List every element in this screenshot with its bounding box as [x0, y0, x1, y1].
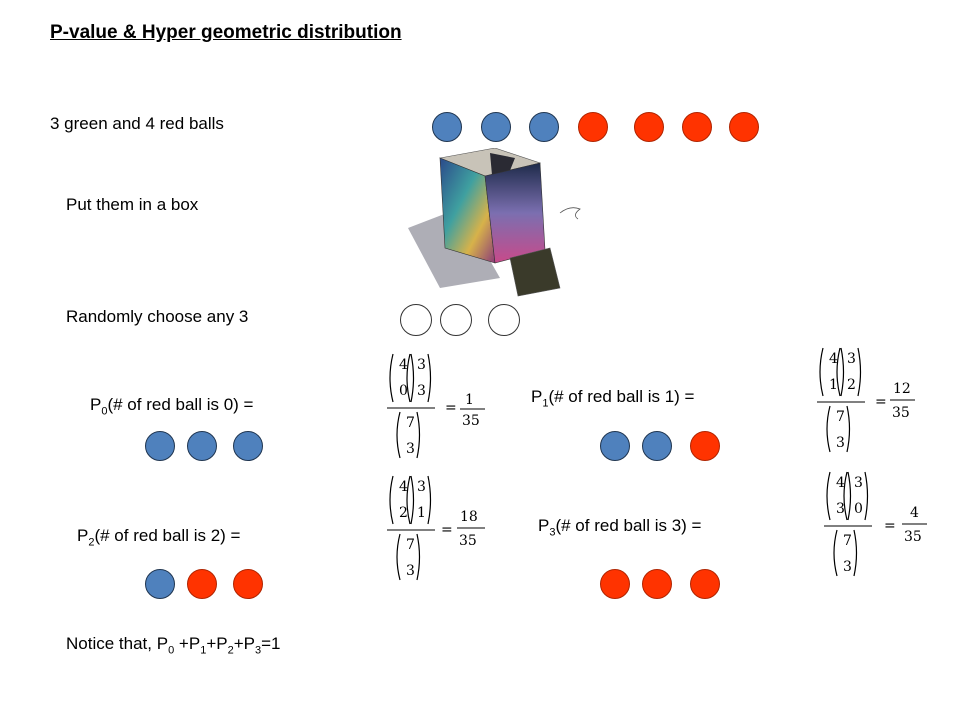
svg-text:3: 3 — [406, 563, 415, 579]
red-ball — [682, 112, 712, 142]
svg-text:=: = — [441, 522, 453, 538]
box-illustration — [408, 148, 581, 297]
svg-text:35: 35 — [459, 533, 477, 549]
svg-text:=: = — [445, 400, 457, 416]
svg-text:1: 1 — [465, 392, 474, 408]
intro-text: 3 green and 4 red balls — [50, 114, 224, 133]
red-ball — [578, 112, 608, 142]
green-ball — [145, 431, 175, 461]
red-ball — [187, 569, 217, 599]
svg-text:1: 1 — [829, 377, 838, 393]
svg-text:3: 3 — [836, 435, 845, 451]
svg-text:=: = — [875, 394, 887, 410]
red-ball — [690, 431, 720, 461]
svg-text:2: 2 — [399, 505, 408, 521]
green-ball — [432, 112, 462, 142]
green-ball — [145, 569, 175, 599]
svg-text:0: 0 — [399, 383, 408, 399]
svg-text:7: 7 — [406, 415, 415, 431]
red-ball — [729, 112, 759, 142]
svg-text:35: 35 — [904, 529, 922, 545]
step-box-text: Put them in a box — [66, 195, 199, 214]
p1-formula: 4 3 1 2 7 3 = 12 35 — [817, 347, 915, 453]
svg-text:3: 3 — [417, 383, 426, 399]
p0-formula: 4 3 0 3 7 3 = 1 35 — [387, 353, 485, 459]
svg-text:18: 18 — [460, 509, 478, 525]
p2-formula: 4 3 2 1 7 3 = 18 35 — [387, 475, 485, 581]
svg-text:3: 3 — [836, 501, 845, 517]
empty-ball — [440, 304, 472, 336]
svg-text:4: 4 — [399, 357, 408, 373]
svg-text:1: 1 — [417, 505, 426, 521]
svg-text:35: 35 — [892, 405, 910, 421]
red-ball — [642, 569, 672, 599]
green-ball — [600, 431, 630, 461]
svg-text:7: 7 — [406, 537, 415, 553]
red-ball — [690, 569, 720, 599]
p3-formula: 4 3 3 0 7 3 = 4 35 — [824, 471, 927, 577]
svg-text:4: 4 — [836, 475, 845, 491]
green-ball — [233, 431, 263, 461]
svg-text:3: 3 — [417, 357, 426, 373]
svg-text:7: 7 — [843, 533, 852, 549]
green-ball — [529, 112, 559, 142]
svg-text:4: 4 — [829, 351, 838, 367]
svg-text:2: 2 — [847, 377, 856, 393]
svg-text:3: 3 — [406, 441, 415, 457]
svg-text:3: 3 — [417, 479, 426, 495]
red-ball — [233, 569, 263, 599]
svg-text:3: 3 — [843, 559, 852, 575]
p0-label: P0(# of red ball is 0) = — [90, 395, 254, 418]
green-ball — [642, 431, 672, 461]
svg-text:=: = — [884, 518, 896, 534]
red-ball — [634, 112, 664, 142]
p2-label: P2(# of red ball is 2) = — [77, 526, 241, 549]
empty-ball — [400, 304, 432, 336]
svg-text:35: 35 — [462, 413, 480, 429]
notice-text: Notice that, P0 +P1+P2+P3=1 — [66, 634, 281, 657]
svg-text:12: 12 — [893, 381, 911, 397]
svg-text:0: 0 — [854, 501, 863, 517]
red-ball — [600, 569, 630, 599]
svg-text:4: 4 — [910, 505, 919, 521]
empty-ball — [488, 304, 520, 336]
green-ball — [187, 431, 217, 461]
svg-text:3: 3 — [847, 351, 856, 367]
green-ball — [481, 112, 511, 142]
p1-label: P1(# of red ball is 1) = — [531, 387, 695, 410]
svg-text:4: 4 — [399, 479, 408, 495]
p3-label: P3(# of red ball is 3) = — [538, 516, 702, 539]
page-title: P-value & Hyper geometric distribution — [50, 22, 402, 43]
svg-text:7: 7 — [836, 409, 845, 425]
svg-text:3: 3 — [854, 475, 863, 491]
step-choose-text: Randomly choose any 3 — [66, 307, 249, 326]
